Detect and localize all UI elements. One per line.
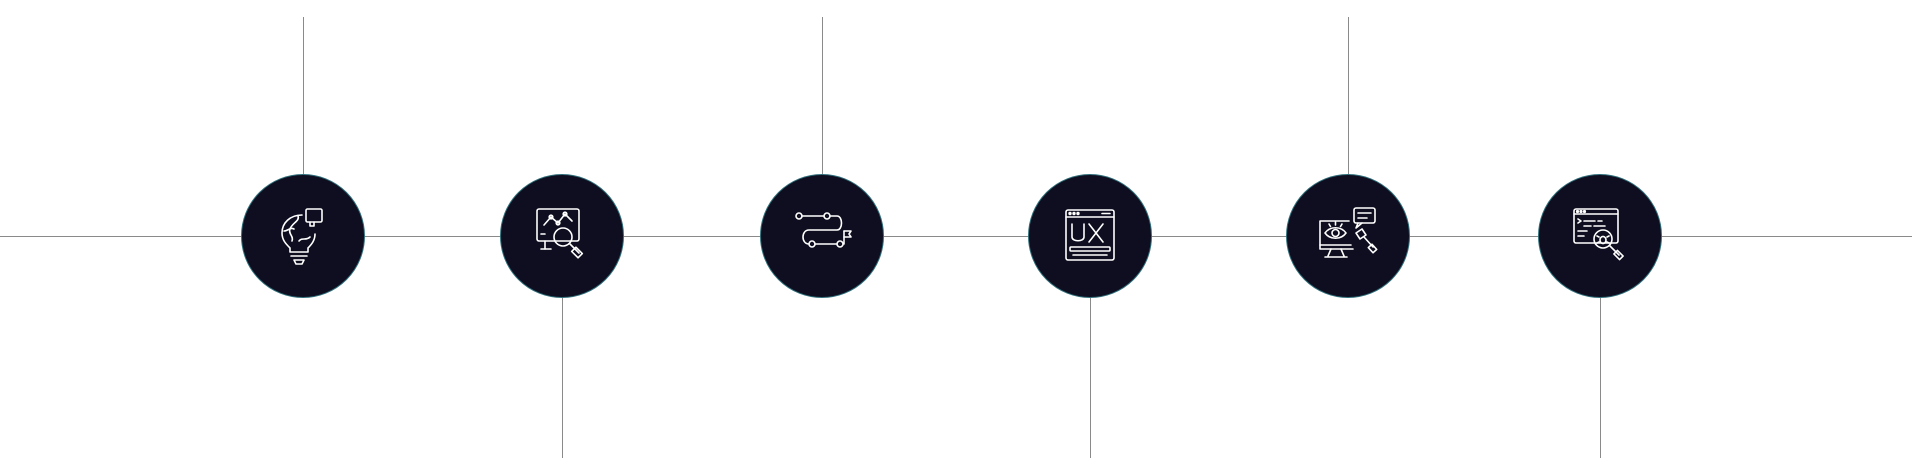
monitor-analytics-search-icon [536,208,584,259]
roadmap-path-flag-icon [795,212,852,248]
timeline-step-2[interactable] [500,174,624,298]
timeline-step-3[interactable] [760,174,884,298]
connector-line-3 [822,17,823,177]
connector-line-1 [303,17,304,177]
ux-browser-window-icon [1065,209,1115,261]
timeline-step-1[interactable] [241,174,365,298]
timeline-axis-line [0,236,1912,237]
lightbulb-puzzle-icon [281,208,323,265]
connector-line-4 [1090,298,1091,458]
connector-line-6 [1600,298,1601,458]
timeline-step-4[interactable] [1028,174,1152,298]
monitor-eye-brush-icon [1319,207,1378,258]
connector-line-5 [1348,17,1349,177]
timeline-step-6[interactable] [1538,174,1662,298]
connector-line-2 [562,298,563,458]
timeline-step-5[interactable] [1286,174,1410,298]
code-window-bug-search-icon [1573,208,1624,261]
